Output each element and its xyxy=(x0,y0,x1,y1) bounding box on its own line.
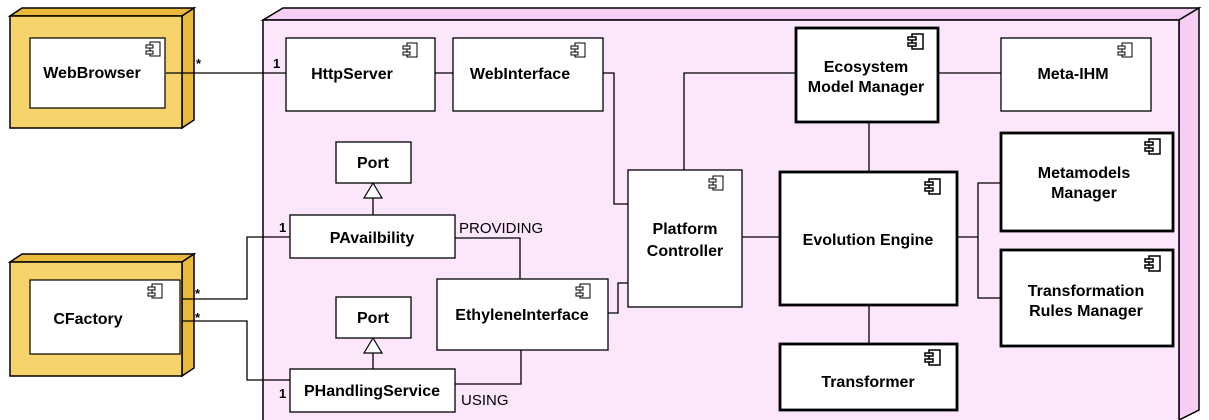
platform-controller-component[interactable]: Platform Controller xyxy=(627,169,743,308)
component-icon xyxy=(570,42,586,58)
using-label: USING xyxy=(461,392,509,409)
component-icon xyxy=(145,41,161,57)
multiplicity-webbrowser: * xyxy=(196,56,202,71)
httpserver-label: HttpServer xyxy=(311,66,393,83)
webinterface-component[interactable]: WebInterface xyxy=(452,37,604,112)
multiplicity-cfactory-bottom: * xyxy=(195,310,201,325)
transformation-rules-line2: Rules Manager xyxy=(1029,303,1143,320)
ethyleneinterface-component[interactable]: EthyleneInterface xyxy=(436,278,609,351)
meta-ihm-label: Meta-IHM xyxy=(1037,66,1108,83)
webinterface-label: WebInterface xyxy=(470,66,570,83)
port-top-component[interactable]: Port xyxy=(335,141,412,184)
component-icon xyxy=(708,175,724,191)
transformation-rules-line1: Transformation xyxy=(1028,283,1144,300)
component-icon xyxy=(147,283,163,299)
providing-label: PROVIDING xyxy=(459,220,543,237)
pavailbility-label: PAvailbility xyxy=(330,230,415,247)
ethyleneinterface-label: EthyleneInterface xyxy=(455,307,588,324)
component-icon xyxy=(924,349,941,366)
hollow-triangle-arrow-icon xyxy=(362,181,384,199)
webbrowser-node[interactable]: WebBrowser xyxy=(7,6,197,130)
connector-ethylene-controller xyxy=(608,282,628,314)
webbrowser-label: WebBrowser xyxy=(43,65,141,82)
connector-cfactory-phandling xyxy=(182,320,290,381)
connector-providing xyxy=(455,237,521,279)
connector-controller-ecosystem xyxy=(683,72,796,170)
ecosystem-label-line1: Ecosystem xyxy=(824,59,909,76)
component-icon xyxy=(1144,138,1161,155)
metamodels-manager-line2: Manager xyxy=(1051,185,1117,202)
platform-controller-line1: Platform xyxy=(653,221,718,238)
port-bottom-label: Port xyxy=(357,310,390,327)
transformer-label: Transformer xyxy=(821,374,914,391)
transformer-component[interactable]: Transformer xyxy=(778,342,959,412)
metamodels-manager-line1: Metamodels xyxy=(1038,165,1131,182)
hollow-triangle-arrow-icon xyxy=(362,336,384,354)
component-icon xyxy=(924,178,941,195)
multiplicity-pavailbility: 1 xyxy=(279,220,286,235)
multiplicity-phandling: 1 xyxy=(279,386,286,401)
meta-ihm-component[interactable]: Meta-IHM xyxy=(1000,37,1152,112)
evolution-engine-label: Evolution Engine xyxy=(803,232,934,249)
pavailbility-component[interactable]: PAvailbility xyxy=(289,214,456,259)
component-icon xyxy=(907,33,924,50)
port-top-label: Port xyxy=(357,155,390,172)
cfactory-label: CFactory xyxy=(53,311,122,328)
connector-engine-managers xyxy=(957,182,1001,238)
component-icon xyxy=(1144,255,1161,272)
phandlingservice-component[interactable]: PHandlingService xyxy=(289,368,456,413)
connector-webinterface-controller xyxy=(603,72,628,205)
multiplicity-cfactory-top: * xyxy=(195,286,201,301)
cfactory-node[interactable]: CFactory xyxy=(7,252,197,378)
transformation-rules-manager-component[interactable]: Transformation Rules Manager xyxy=(999,248,1175,348)
connectors xyxy=(166,72,1001,385)
ecosystem-model-manager-component[interactable]: Ecosystem Model Manager xyxy=(794,26,940,124)
phandlingservice-label: PHandlingService xyxy=(304,383,440,400)
component-icon xyxy=(402,42,418,58)
component-icon xyxy=(1117,42,1133,58)
evolution-engine-component[interactable]: Evolution Engine xyxy=(778,170,959,307)
component-icon xyxy=(575,283,591,299)
httpserver-component[interactable]: HttpServer xyxy=(285,37,436,112)
port-bottom-component[interactable]: Port xyxy=(335,296,412,339)
connector-using xyxy=(455,350,522,385)
metamodels-manager-component[interactable]: Metamodels Manager xyxy=(999,131,1175,233)
multiplicity-httpserver: 1 xyxy=(273,56,280,71)
connector-cfactory-pavailbility xyxy=(182,236,290,300)
connector-engine-transformation xyxy=(977,237,1001,299)
platform-controller-line2: Controller xyxy=(647,243,723,260)
ecosystem-label-line2: Model Manager xyxy=(808,79,924,96)
